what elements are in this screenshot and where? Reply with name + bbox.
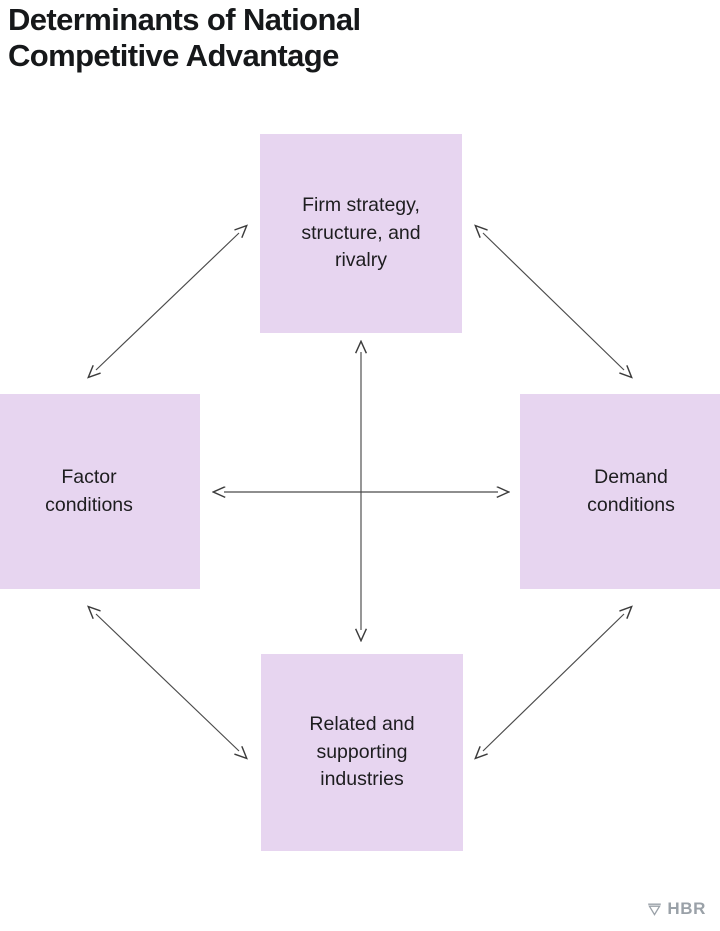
node-factor-conditions[interactable]: Factor conditions [0,394,200,589]
node-related-supporting-industries-label: Related and supporting industries [309,712,415,791]
hbr-triangle-icon [648,903,662,916]
connector-bottom-right [483,614,624,751]
connector-top-left [96,233,239,370]
connector-top-right [483,233,624,370]
node-firm-strategy-label: Firm strategy, structure, and rivalry [301,193,421,272]
hbr-logo: HBR [647,900,706,917]
node-factor-conditions-label: Factor conditions [45,465,133,516]
node-demand-conditions-label: Demand conditions [587,465,675,516]
node-related-supporting-industries[interactable]: Related and supporting industries [261,654,463,851]
page-title: Determinants of National Competitive Adv… [8,2,361,73]
node-firm-strategy[interactable]: Firm strategy, structure, and rivalry [260,134,462,333]
node-demand-conditions[interactable]: Demand conditions [520,394,720,589]
connector-bottom-left [96,614,239,751]
hbr-wordmark: HBR [667,899,706,918]
